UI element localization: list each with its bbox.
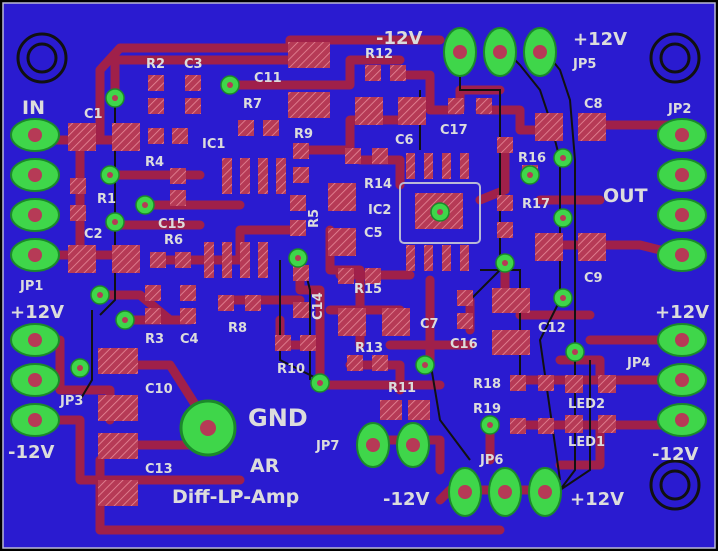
part-designators: R2 C3 C11 R12 JP5 C1 R7 C6 C17 C8 JP2 R4… bbox=[19, 47, 691, 477]
ref-r8: R8 bbox=[228, 321, 247, 336]
ref-r9: R9 bbox=[294, 127, 313, 142]
label-title-amp: Diff-LP-Amp bbox=[172, 486, 299, 508]
ref-r13: R13 bbox=[355, 341, 383, 356]
ref-c2: C2 bbox=[84, 227, 103, 242]
ref-r3: R3 bbox=[145, 332, 164, 347]
ref-c16: C16 bbox=[450, 337, 478, 352]
ref-ic2: IC2 bbox=[368, 203, 391, 218]
ref-c3: C3 bbox=[184, 57, 203, 72]
ref-c1: C1 bbox=[84, 107, 103, 122]
ref-c6: C6 bbox=[395, 133, 414, 148]
ic2-outline bbox=[399, 182, 481, 244]
label-in: IN bbox=[22, 97, 45, 119]
label-m12-left: -12V bbox=[8, 442, 55, 463]
ref-c14: C14 bbox=[311, 292, 326, 320]
ref-led1: LED1 bbox=[568, 435, 605, 450]
ref-r2: R2 bbox=[146, 57, 165, 72]
ref-ic1: IC1 bbox=[202, 137, 225, 152]
ref-r7: R7 bbox=[243, 97, 262, 112]
ref-r1: R1 bbox=[97, 192, 116, 207]
ref-r11: R11 bbox=[388, 381, 416, 396]
ref-c8: C8 bbox=[584, 97, 603, 112]
label-title-ar: AR bbox=[250, 455, 280, 477]
ref-r14: R14 bbox=[364, 177, 392, 192]
ref-r18: R18 bbox=[473, 377, 501, 392]
ref-r12: R12 bbox=[365, 47, 393, 62]
ref-r5: R5 bbox=[307, 209, 322, 228]
ref-jp3: JP3 bbox=[59, 394, 83, 409]
ref-r6: R6 bbox=[164, 233, 183, 248]
ref-c7: C7 bbox=[420, 317, 439, 332]
header-pads bbox=[10, 27, 707, 517]
label-gnd: GND bbox=[248, 404, 308, 432]
ref-r4: R4 bbox=[145, 155, 164, 170]
gnd-pad bbox=[179, 399, 237, 457]
ref-c9: C9 bbox=[584, 271, 603, 286]
ref-r19: R19 bbox=[473, 402, 501, 417]
ref-c4: C4 bbox=[180, 332, 199, 347]
ref-r15: R15 bbox=[354, 282, 382, 297]
ref-jp6: JP6 bbox=[479, 453, 503, 468]
ref-jp5: JP5 bbox=[572, 57, 596, 72]
ref-jp1: JP1 bbox=[19, 279, 43, 294]
label-p12-top: +12V bbox=[573, 29, 627, 50]
ref-jp7: JP7 bbox=[315, 439, 339, 454]
silkscreen-labels: IN OUT GND AR Diff-LP-Amp +12V -12V +12V… bbox=[8, 28, 709, 510]
ref-c11: C11 bbox=[254, 71, 282, 86]
ref-c15: C15 bbox=[158, 217, 186, 232]
ref-c17: C17 bbox=[440, 123, 468, 138]
ref-jp4: JP4 bbox=[626, 356, 650, 371]
ref-r16: R16 bbox=[518, 151, 546, 166]
label-m12-right: -12V bbox=[652, 444, 699, 465]
smd-pads bbox=[68, 42, 616, 506]
ref-jp2: JP2 bbox=[667, 102, 691, 117]
label-p12-right: +12V bbox=[655, 302, 709, 323]
label-m12-top: -12V bbox=[376, 28, 423, 49]
label-m12-bottom: -12V bbox=[383, 489, 430, 510]
ref-r17: R17 bbox=[522, 197, 550, 212]
label-p12-bottom: +12V bbox=[570, 489, 624, 510]
ref-c10: C10 bbox=[145, 382, 173, 397]
ref-c13: C13 bbox=[145, 462, 173, 477]
label-p12-left: +12V bbox=[10, 302, 64, 323]
ref-c12: C12 bbox=[538, 321, 566, 336]
ref-r10: R10 bbox=[277, 362, 305, 377]
label-out: OUT bbox=[603, 185, 648, 207]
ref-c5: C5 bbox=[364, 226, 383, 241]
mounting-holes bbox=[16, 32, 701, 511]
ref-led2: LED2 bbox=[568, 397, 605, 412]
